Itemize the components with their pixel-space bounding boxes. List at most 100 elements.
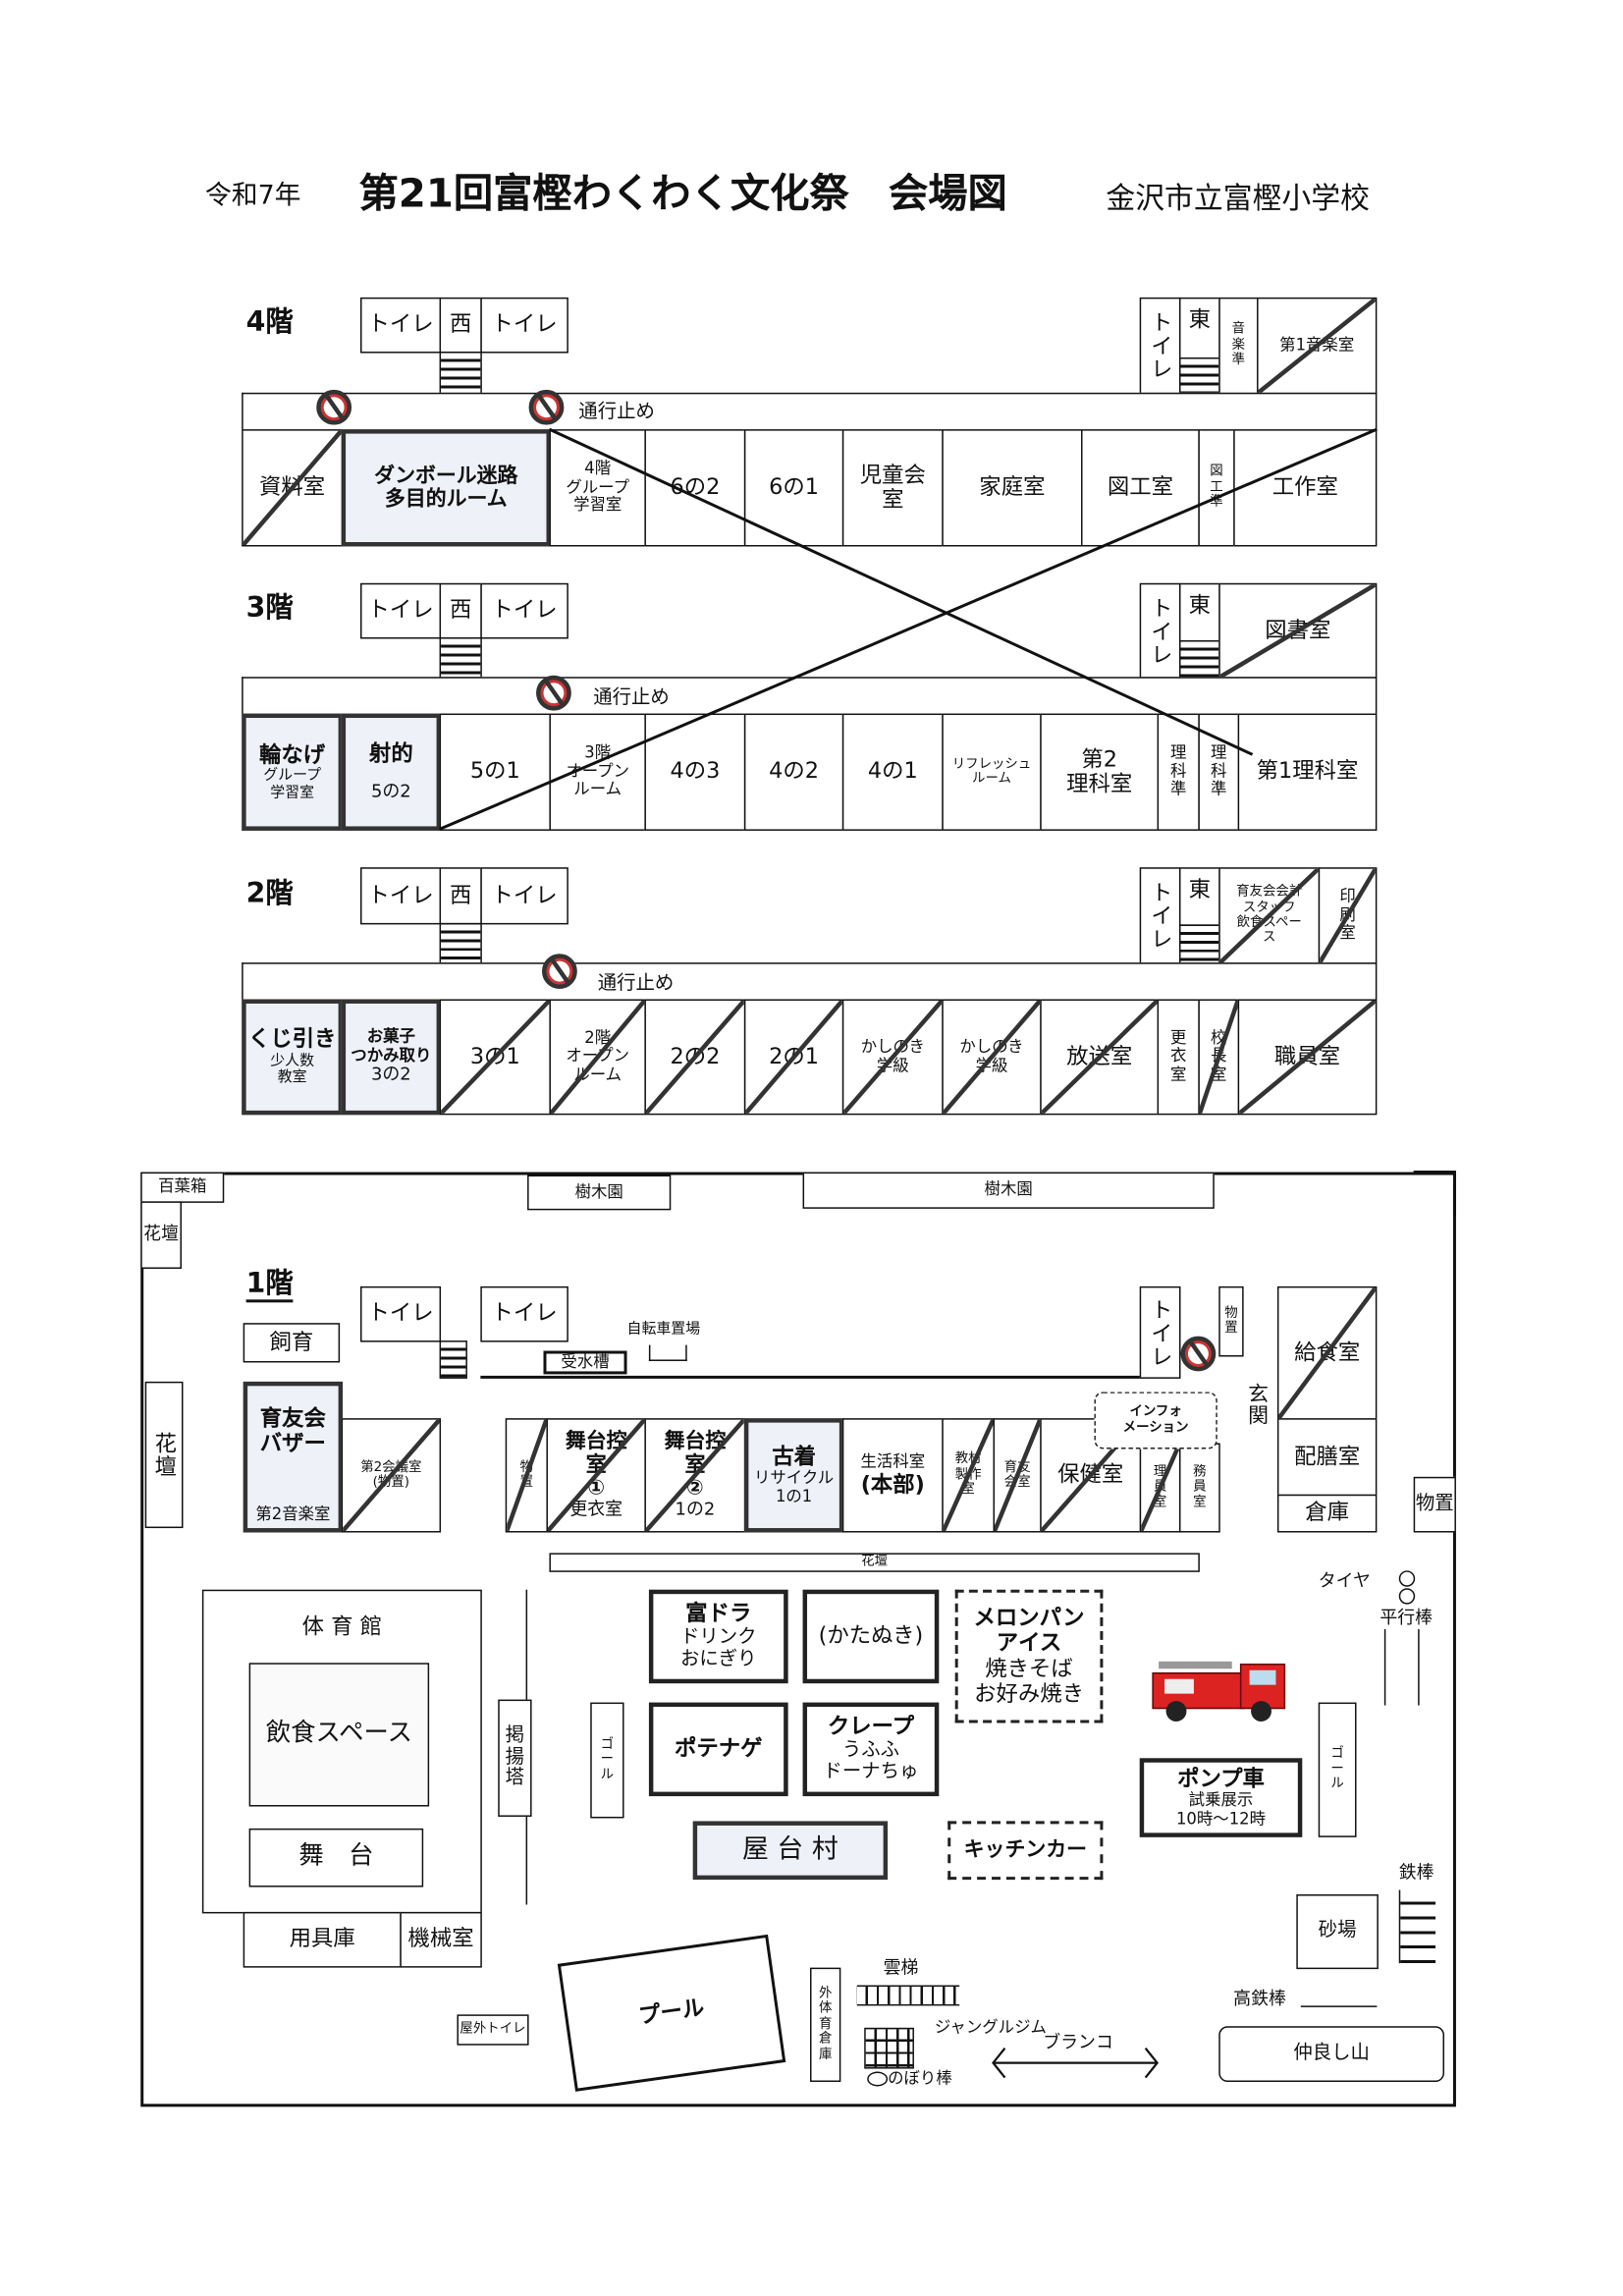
arboretum: 樹木園	[527, 1175, 672, 1211]
east-stairs: 東	[1178, 297, 1220, 359]
booth-name: 古着	[772, 1443, 816, 1469]
booth-name: 育友会 バザー	[259, 1404, 326, 1457]
equipment-storage: 用具庫	[243, 1911, 402, 1968]
booth-ring-toss: 輪なげグループ 学習室	[242, 713, 344, 831]
flowerbed: 花壇	[140, 1201, 182, 1269]
room-4-2: 4の2	[743, 713, 844, 831]
room-science-2: 第2 理科室	[1040, 713, 1160, 831]
booth-name: 輪なげ	[259, 740, 326, 768]
closed-diagonal	[944, 1420, 994, 1531]
headquarters: 生活科室(本部)	[841, 1418, 944, 1533]
closed-diagonal	[1141, 1445, 1179, 1531]
room-refresh: リフレッシュ ルーム	[942, 713, 1042, 831]
staff-eating-space: 育友会会計 スタッフ 飲食スペー ス	[1218, 867, 1321, 964]
jungle-gym	[864, 2027, 914, 2069]
climbing-pole-label: のぼり棒	[888, 2068, 952, 2088]
serving-room: 配膳室	[1276, 1418, 1378, 1497]
meeting-room-2: 第2会議室 (物置)	[341, 1418, 442, 1533]
booth-katanuki: (かたぬき)	[802, 1589, 940, 1684]
room-name: 舞台控 室 ①	[565, 1430, 627, 1501]
room-science-prep: 理 科 準	[1157, 713, 1200, 831]
room-shiryoshitsu: 資料室	[242, 429, 344, 547]
information-desk: インフォ メーション	[1094, 1392, 1217, 1449]
booth-potenage: ポテナゲ	[648, 1702, 788, 1797]
closed-diagonal	[1239, 1001, 1376, 1114]
room-6-1: 6の1	[743, 429, 844, 547]
custodian-room: 理 員 室	[1139, 1443, 1181, 1533]
toilet: トイレ	[360, 297, 442, 354]
booth-crepe: クレープうふふ ドーナちゅ	[802, 1702, 940, 1797]
sandbox: 砂場	[1296, 1894, 1379, 1970]
arboretum: 樹木園	[802, 1172, 1215, 1209]
room-name: 少人数 教室	[270, 1053, 315, 1086]
closed-label: 通行止め	[578, 401, 655, 424]
room-2f-open: 2階 オープン ルーム	[549, 999, 646, 1116]
flowerbed: 花壇	[144, 1381, 184, 1529]
floor-label-2: 2階	[245, 877, 294, 910]
booth-name: 富ドラ	[685, 1600, 752, 1627]
stairs	[1178, 357, 1220, 395]
closed-diagonal	[1320, 869, 1376, 962]
booth-menu: うふふ ドーナちゅ	[823, 1738, 919, 1783]
closed-diagonal	[944, 1001, 1040, 1114]
room-3-1: 3の1	[439, 999, 551, 1116]
music-room-1: 第1音楽室	[1257, 297, 1378, 395]
closed-diagonal	[1220, 584, 1376, 677]
booth-name: くじ引き	[247, 1025, 337, 1053]
hq-label: (本部)	[860, 1470, 925, 1498]
toilet: トイレ	[1139, 297, 1181, 395]
closed-diagonal	[646, 1001, 744, 1114]
booth-melonpan: メロンパン アイス焼きそば お好み焼き	[954, 1589, 1104, 1723]
bicycle-parking: 自転車置場	[626, 1321, 701, 1339]
closed-diagonal	[243, 431, 342, 545]
kitchen: 給食室	[1276, 1285, 1378, 1420]
closed-diagonal	[1278, 1287, 1375, 1418]
room-4f-group: 4階 グループ 学習室	[549, 429, 646, 547]
closed-diagonal	[551, 1001, 644, 1114]
tire-icon	[1398, 1588, 1416, 1605]
storage: 物 置	[505, 1418, 548, 1533]
goal: ゴ ー ル	[1318, 1702, 1357, 1837]
room-kashinoki: かしのき 学級	[841, 999, 944, 1116]
stairs	[439, 922, 482, 964]
kitchen-car: キッチンカー	[947, 1821, 1104, 1881]
room-3f-open: 3階 オープン ルーム	[549, 713, 646, 831]
closed-diagonal	[1200, 1001, 1238, 1114]
no-entry-icon	[528, 389, 565, 425]
booth-lottery: くじ引き少人数 教室	[242, 999, 344, 1116]
swing-label: ブランコ	[1043, 2032, 1113, 2053]
corridor	[242, 392, 1378, 431]
parallel-bars	[1383, 1628, 1420, 1706]
booth-fire-pump-truck: ポンプ車試乗展示 10時～12時	[1139, 1758, 1303, 1837]
room-student-council: 児童会 室	[841, 429, 944, 547]
goal: ゴ ー ル	[590, 1702, 624, 1819]
room-2-2: 2の2	[644, 999, 746, 1116]
pta-room: 育友 会室	[993, 1418, 1042, 1533]
west-stairs: 西	[439, 297, 482, 354]
room-name: 生活科室	[860, 1451, 926, 1471]
booth-info: 試乗展示 10時～12時	[1175, 1790, 1267, 1829]
closed-diagonal	[1259, 299, 1376, 392]
room-staff: 職員室	[1237, 999, 1378, 1116]
toilet: トイレ	[480, 297, 568, 354]
no-entry-icon	[316, 389, 352, 425]
jungle-gym-label: ジャングルジム	[934, 2017, 1047, 2037]
outdoor-toilet: 屋外トイレ	[457, 2014, 529, 2046]
closed-diagonal	[1220, 869, 1319, 962]
closed-diagonal	[507, 1420, 546, 1531]
iron-bars	[1398, 1889, 1436, 1964]
room-workshop: 工作室	[1233, 429, 1378, 547]
closed-diagonal	[843, 1001, 942, 1114]
room-cardboard-maze: ダンボール迷路 多目的ルーム	[341, 429, 551, 547]
room-science-prep: 理 科 準	[1198, 713, 1240, 831]
toilet: トイレ	[480, 1285, 568, 1342]
closed-diagonal	[1042, 1001, 1158, 1114]
corridor	[242, 677, 1378, 716]
stairs	[439, 1340, 467, 1379]
room-name: 舞台控 室 ②	[664, 1430, 727, 1501]
booth-menu: 焼きそば お好み焼き	[974, 1655, 1085, 1707]
floor-label-4: 4階	[245, 305, 294, 339]
fire-truck-icon	[1152, 1661, 1286, 1722]
room-4-3: 4の3	[644, 713, 746, 831]
